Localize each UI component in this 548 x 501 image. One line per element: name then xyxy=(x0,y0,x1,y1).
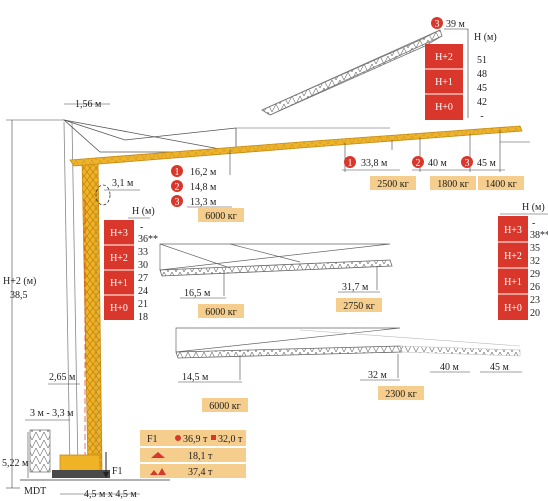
left-row-label: H+2 xyxy=(110,253,128,264)
right-row-value: - xyxy=(532,218,535,229)
right-h-label: H (м) xyxy=(522,202,545,213)
reaction-v4: 37,4 т xyxy=(188,467,213,478)
right-row-value: 23 xyxy=(530,295,540,306)
config-num-2: 2 xyxy=(175,182,180,193)
left-row-value: 24 xyxy=(138,286,148,297)
top-row-value: - xyxy=(480,111,483,122)
mid-distance-1: 16,5 м xyxy=(184,288,211,299)
left-row-label: H+1 xyxy=(110,278,128,289)
mid-load-2: 2750 кг xyxy=(343,301,374,312)
right-row-value: 32 xyxy=(530,256,540,267)
height-label: H+2 (м) xyxy=(3,276,36,287)
bottom-distance-4: 45 м xyxy=(490,362,510,373)
tip-num-1: 1 xyxy=(348,158,353,169)
main-crane: H+2 (м) 38,5 1,56 м 3,1 м xyxy=(2,99,530,500)
head-width: 1,56 м xyxy=(75,99,102,110)
left-row-value: 36** xyxy=(138,234,158,245)
top-row-label-1: H+1 xyxy=(435,77,453,88)
left-row-value: 27 xyxy=(138,273,148,284)
right-row-value: 35 xyxy=(530,243,540,254)
config-value-1: 16,2 м xyxy=(190,167,217,178)
top-row-value: 51 xyxy=(477,55,487,66)
left-height-table: H (м) H+3 H+2 H+1 H+0 - 36** 33 30 27 24… xyxy=(104,206,158,323)
left-row-value: 33 xyxy=(138,247,148,258)
weight-icon xyxy=(150,468,166,475)
top-jib-length: 39 м xyxy=(446,19,466,30)
tip-value-2: 40 м xyxy=(428,158,448,169)
tip-value-3: 45 м xyxy=(477,158,497,169)
right-row-value: 26 xyxy=(530,282,540,293)
tip-value-1: 33,8 м xyxy=(361,158,388,169)
bottom-load-2: 2300 кг xyxy=(385,389,416,400)
config-badge-3 xyxy=(431,17,443,29)
top-config-num: 3 xyxy=(435,19,440,30)
bottom-distance-3: 40 м xyxy=(440,362,460,373)
base-size: 4,5 м x 4,5 м xyxy=(84,489,137,500)
middle-jib-diagram: 16,5 м 6000 кг 31,7 м 2750 кг xyxy=(159,243,393,318)
config-value-3: 13,3 м xyxy=(190,197,217,208)
ballast-distance: 3 м - 3,3 м xyxy=(30,408,74,419)
right-row-label: H+3 xyxy=(504,225,522,236)
main-load: 6000 кг xyxy=(205,211,236,222)
top-row-value: 45 xyxy=(477,83,487,94)
force-f1: F1 xyxy=(112,466,123,477)
ballast-icon xyxy=(151,452,165,458)
bottom-distance-1: 14,5 м xyxy=(182,372,209,383)
counter-jib-length: 2,65 м xyxy=(49,372,76,383)
reaction-v2: 32,0 т xyxy=(218,434,243,445)
tip-num-2: 2 xyxy=(416,158,421,169)
left-row-label: H+3 xyxy=(110,228,128,239)
small-mark: MDT xyxy=(24,486,46,497)
top-row-label-0: H+2 xyxy=(435,52,453,63)
right-row-label: H+0 xyxy=(504,303,522,314)
tip-load-2: 1800 кг xyxy=(437,179,468,190)
base-height: 5,22 м xyxy=(2,458,29,469)
right-row-value: 38** xyxy=(530,230,548,241)
left-row-value: 21 xyxy=(138,299,148,310)
top-row-value: 42 xyxy=(477,97,487,108)
right-row-label: H+2 xyxy=(504,251,522,262)
right-row-value: 29 xyxy=(530,269,540,280)
right-row-value: 20 xyxy=(530,308,540,319)
config-list: 1 16,2 м 2 14,8 м 3 13,3 м 6000 кг xyxy=(171,165,244,222)
tip-configs: 1 33,8 м 2500 кг 2 40 м 1800 кг 3 45 м 1… xyxy=(342,156,524,190)
top-h-label: H (м) xyxy=(474,32,497,43)
bottom-jib-diagram: 14,5 м 6000 кг 32 м 2300 кг 40 м 45 м xyxy=(175,327,522,412)
top-row-value: 48 xyxy=(477,69,487,80)
config-num-3: 3 xyxy=(175,197,180,208)
hook-offset: 3,1 м xyxy=(112,178,134,189)
mid-distance-2: 31,7 м xyxy=(342,282,369,293)
left-row-label: H+0 xyxy=(110,303,128,314)
top-row-label-2: H+0 xyxy=(435,102,453,113)
right-height-table: H (м) H+3 H+2 H+1 H+0 - 38** 35 32 29 26… xyxy=(498,202,548,320)
config-num-1: 1 xyxy=(175,167,180,178)
bottom-distance-2: 32 м xyxy=(368,370,388,381)
left-row-value: - xyxy=(140,222,143,233)
height-value: 38,5 xyxy=(10,290,28,301)
reaction-v3: 18,1 т xyxy=(188,451,213,462)
right-row-label: H+1 xyxy=(504,277,522,288)
reactions-table: F1 36,9 т 32,0 т 18,1 т 37,4 т xyxy=(140,430,246,478)
left-h-label: H (м) xyxy=(132,206,155,217)
reaction-v1: 36,9 т xyxy=(183,434,208,445)
top-jib-diagram: 3 39 м H (м) H+2 H+1 H+0 51 48 45 42 - xyxy=(261,17,497,122)
left-row-value: 18 xyxy=(138,312,148,323)
mid-load-1: 6000 кг xyxy=(205,307,236,318)
bottom-load-1: 6000 кг xyxy=(209,401,240,412)
left-row-value: 30 xyxy=(138,260,148,271)
tip-num-3: 3 xyxy=(465,158,470,169)
reaction-header: F1 xyxy=(147,434,158,445)
tip-load-3: 1400 кг xyxy=(485,179,516,190)
tip-load-1: 2500 кг xyxy=(377,179,408,190)
config-value-2: 14,8 м xyxy=(190,182,217,193)
